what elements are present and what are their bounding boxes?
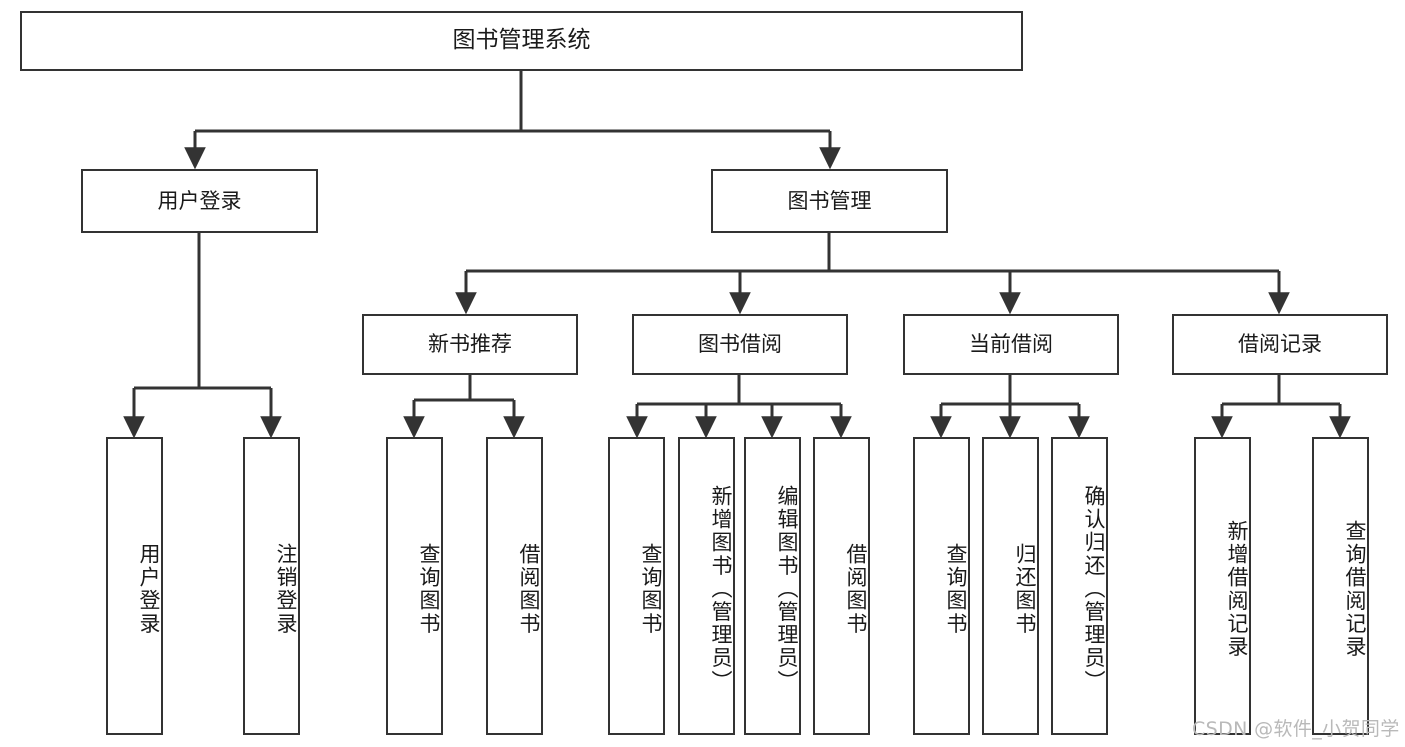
node-leaf-query-book-borrow[interactable]: 查询图书 [608, 437, 665, 735]
node-leaf-add-book-admin[interactable]: 新增图书（管理员） [678, 437, 735, 735]
node-leaf-query-book-recommendation[interactable]: 查询图书 [386, 437, 443, 735]
node-label: 查询借阅记录 [1343, 519, 1367, 659]
node-label: 查询图书 [944, 542, 968, 636]
node-user-login[interactable]: 用户登录 [81, 169, 318, 233]
node-label: 编辑图书（管理员） [775, 485, 799, 693]
node-leaf-query-borrow-record[interactable]: 查询借阅记录 [1312, 437, 1369, 735]
node-leaf-user-login[interactable]: 用户登录 [106, 437, 163, 735]
node-label: 查询图书 [639, 542, 663, 636]
node-leaf-edit-book-admin[interactable]: 编辑图书（管理员） [744, 437, 801, 735]
node-label: 用户登录 [157, 188, 242, 213]
node-new-book-recommendation[interactable]: 新书推荐 [362, 314, 578, 375]
node-label: 新增借阅记录 [1225, 519, 1249, 659]
node-borrow-record[interactable]: 借阅记录 [1172, 314, 1388, 375]
node-root-book-management-system[interactable]: 图书管理系统 [20, 11, 1023, 71]
node-leaf-confirm-return-admin[interactable]: 确认归还（管理员） [1051, 437, 1108, 735]
node-current-borrow[interactable]: 当前借阅 [903, 314, 1119, 375]
node-leaf-borrow-book[interactable]: 借阅图书 [813, 437, 870, 735]
node-label: 当前借阅 [969, 332, 1053, 357]
csdn-watermark: CSDN @软件_小贺同学 [1192, 718, 1400, 740]
node-label: 图书借阅 [698, 332, 782, 357]
node-label: 确认归还（管理员） [1082, 485, 1106, 693]
node-label: 新增图书（管理员） [709, 485, 733, 693]
node-book-management[interactable]: 图书管理 [711, 169, 948, 233]
node-label: 图书管理系统 [452, 27, 591, 54]
node-label: 新书推荐 [428, 332, 512, 357]
node-label: 借阅图书 [844, 542, 868, 636]
node-leaf-logout[interactable]: 注销登录 [243, 437, 300, 735]
node-book-borrow[interactable]: 图书借阅 [632, 314, 848, 375]
node-label: 用户登录 [137, 542, 161, 636]
node-label: 注销登录 [274, 542, 298, 636]
node-label: 归还图书 [1013, 542, 1037, 636]
node-label: 图书管理 [787, 188, 872, 213]
node-leaf-add-borrow-record[interactable]: 新增借阅记录 [1194, 437, 1251, 735]
node-leaf-return-book[interactable]: 归还图书 [982, 437, 1039, 735]
node-leaf-borrow-book-recommendation[interactable]: 借阅图书 [486, 437, 543, 735]
node-leaf-query-book-current[interactable]: 查询图书 [913, 437, 970, 735]
node-label: 借阅图书 [517, 542, 541, 636]
node-label: 查询图书 [417, 542, 441, 636]
node-label: 借阅记录 [1238, 332, 1322, 357]
